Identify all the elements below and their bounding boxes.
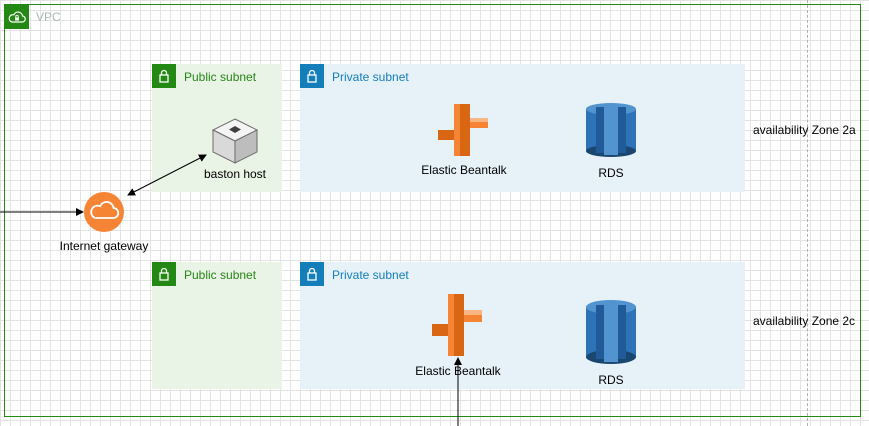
private-subnet-label: Private subnet bbox=[332, 268, 409, 282]
private-subnet-lock-icon bbox=[300, 64, 324, 88]
zone-label-2a: availability Zone 2a bbox=[753, 123, 856, 137]
elastic-beanstalk-icon bbox=[438, 104, 490, 156]
vpc-cloud-lock-icon bbox=[5, 5, 29, 29]
rds-icon bbox=[586, 103, 636, 157]
public-subnet-lock-icon bbox=[152, 262, 176, 286]
private-subnet-lock-icon bbox=[300, 262, 324, 286]
rds-icon bbox=[586, 300, 636, 364]
public-subnet-lock-icon bbox=[152, 64, 176, 88]
vpc-label: VPC bbox=[36, 10, 61, 24]
private-subnet-zone-2c bbox=[300, 262, 745, 389]
elastic-beanstalk-label: Elastic Beantalk bbox=[415, 364, 501, 378]
zone-divider bbox=[807, 0, 808, 426]
rds-label: RDS bbox=[598, 166, 624, 180]
elastic-beanstalk-label: Elastic Beantalk bbox=[421, 163, 507, 177]
public-subnet-label: Public subnet bbox=[184, 70, 257, 84]
rds-label: RDS bbox=[598, 373, 624, 387]
internet-gateway-label: Internet gateway bbox=[59, 239, 149, 253]
public-subnet-label: Public subnet bbox=[184, 268, 257, 282]
private-subnet-label: Private subnet bbox=[332, 70, 409, 84]
internet-gateway-icon bbox=[84, 192, 124, 232]
ec2-instance-icon bbox=[210, 116, 260, 166]
private-subnet-zone-2a bbox=[300, 64, 745, 192]
vpc-container bbox=[4, 4, 861, 417]
elastic-beanstalk-icon bbox=[432, 294, 484, 356]
zone-label-2c: availability Zone 2c bbox=[753, 314, 856, 328]
bastion-host-label: baston host bbox=[203, 167, 267, 181]
